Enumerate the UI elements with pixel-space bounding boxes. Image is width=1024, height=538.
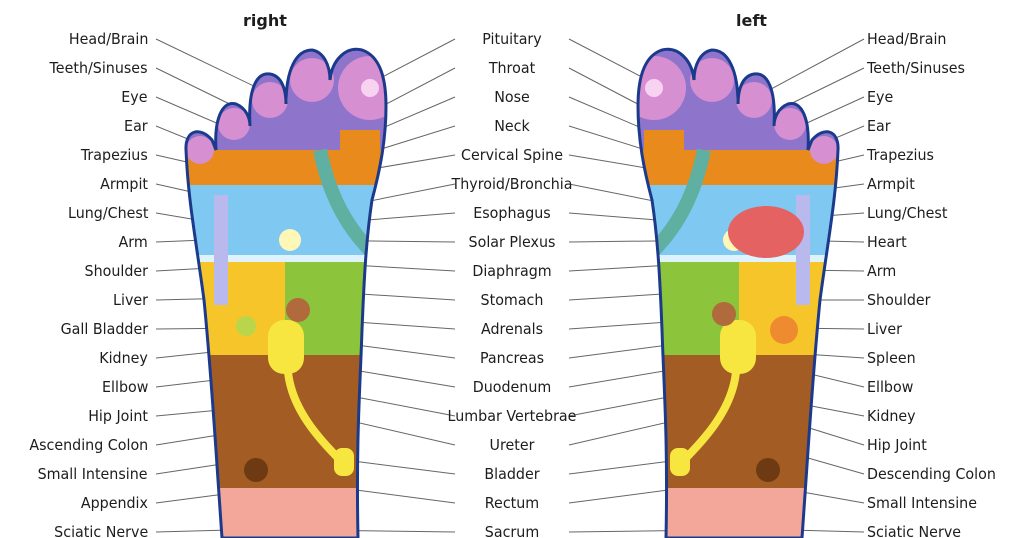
right-foot-label-eye: Eye — [121, 88, 148, 106]
right-foot-label-lung-chest: Lung/Chest — [67, 204, 148, 222]
right-foot-label-armpit: Armpit — [100, 175, 148, 193]
foot-outlines — [184, 47, 840, 538]
shared-label-esophagus: Esophagus — [473, 204, 551, 222]
right-foot-title: right — [243, 11, 287, 30]
right-foot-label-hip-joint: Hip Joint — [88, 407, 148, 425]
shared-label-pituitary: Pituitary — [482, 30, 542, 48]
right-foot-label-teeth-sinuses: Teeth/Sinuses — [50, 59, 148, 77]
shared-label-sacrum: Sacrum — [484, 523, 540, 538]
right-foot-label-kidney: Kidney — [99, 349, 148, 367]
leader-line — [344, 459, 456, 475]
left-foot-label-ellbow: Ellbow — [867, 378, 914, 396]
left-foot-label-small-intensine: Small Intensine — [867, 494, 977, 512]
left-foot-title: left — [736, 11, 767, 30]
shared-label-diaphragm: Diaphragm — [472, 262, 552, 280]
shared-label-duodenum: Duodenum — [472, 378, 552, 396]
left-foot-label-trapezius: Trapezius — [867, 146, 934, 164]
right-foot-label-ellbow: Ellbow — [101, 378, 148, 396]
shared-label-thyroid-bronchia: Thyroid/Bronchia — [451, 175, 573, 193]
left-foot-label-hip-joint: Hip Joint — [867, 436, 927, 454]
left-foot-label-shoulder: Shoulder — [867, 291, 931, 309]
left-foot-label-spleen: Spleen — [867, 349, 916, 367]
right-foot-label-shoulder: Shoulder — [84, 262, 148, 280]
left-foot-label-teeth-sinuses: Teeth/Sinuses — [867, 59, 965, 77]
shared-label-adrenals: Adrenals — [480, 320, 544, 338]
left-foot-label-lung-chest: Lung/Chest — [867, 204, 948, 222]
left-foot-label-liver: Liver — [867, 320, 902, 338]
shared-label-ureter: Ureter — [489, 436, 535, 454]
right-foot-label-ear: Ear — [124, 117, 148, 135]
leader-line — [155, 529, 231, 533]
left-foot-label-descending-colon: Descending Colon — [867, 465, 996, 483]
shared-label-solar-plexus: Solar Plexus — [468, 233, 556, 251]
shared-label-pancreas: Pancreas — [479, 349, 545, 367]
shared-label-throat: Throat — [488, 59, 536, 77]
right-foot-label-small-intensine: Small Intensine — [38, 465, 148, 483]
leader-line — [759, 38, 865, 96]
right-foot-label-liver: Liver — [113, 291, 148, 309]
left-foot-label-eye: Eye — [867, 88, 894, 106]
right-foot-label-ascending-colon: Ascending Colon — [29, 436, 148, 454]
leader-line — [568, 489, 669, 504]
right-foot-label-sciatic-nerve: Sciatic Nerve — [53, 523, 148, 538]
right-foot-label-trapezius: Trapezius — [81, 146, 148, 164]
leader-line — [155, 409, 221, 417]
leader-line — [568, 459, 680, 475]
right-foot-label-appendix: Appendix — [80, 494, 148, 512]
left-foot-label-arm: Arm — [867, 262, 897, 280]
right-foot-label-head-brain: Head/Brain — [68, 30, 148, 48]
shared-label-lumbar-vertebrae: Lumbar Vertebrae — [447, 407, 577, 425]
right-foot-label-arm: Arm — [118, 233, 148, 251]
left-foot-label-heart: Heart — [867, 233, 907, 251]
left-foot-label-head-brain: Head/Brain — [867, 30, 947, 48]
right-foot-label-gall-bladder: Gall Bladder — [60, 320, 148, 338]
shared-label-stomach: Stomach — [480, 291, 544, 309]
shared-label-rectum: Rectum — [484, 494, 540, 512]
shared-label-nose: Nose — [494, 88, 530, 106]
leader-line — [355, 489, 456, 504]
left-foot-label-ear: Ear — [867, 117, 891, 135]
leader-line — [155, 38, 263, 91]
left-foot-label-kidney: Kidney — [867, 407, 916, 425]
left-foot-label-armpit: Armpit — [867, 175, 915, 193]
shared-label-bladder: Bladder — [484, 465, 540, 483]
leader-line — [155, 379, 216, 388]
shared-label-neck: Neck — [494, 117, 530, 135]
shared-label-cervical-spine: Cervical Spine — [461, 146, 563, 164]
right-foot — [185, 49, 386, 538]
left-foot-label-sciatic-nerve: Sciatic Nerve — [867, 523, 962, 538]
